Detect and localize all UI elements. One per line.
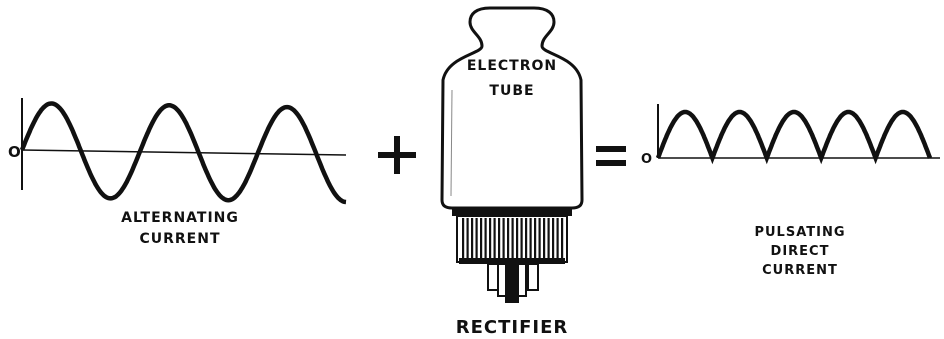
pdc-caption-line2: DIRECT [771,244,830,259]
tube-base-rim [459,258,565,264]
tube-base-rib [484,218,487,258]
tube-base-rib [543,218,546,258]
pdc-caption-line1: PULSATING [754,225,845,240]
tube-base-rib [498,218,501,258]
tube-label-line1: ELECTRON [467,58,557,74]
tube-label-line2: TUBE [489,83,534,99]
ac-caption-line2: CURRENT [139,231,220,247]
tube-base-rib [556,218,559,258]
tube-base-rib [489,218,492,258]
tube-pin [527,263,539,291]
tube-pins [487,263,539,303]
ac-zero-label: O [8,143,22,161]
tube-base-rib [534,218,537,258]
electron-tube: ELECTRON TUBE RECTIFIER [440,6,584,338]
tube-base-rib [511,218,514,258]
tube-base-rib [471,218,474,258]
tube-base-rib [475,218,478,258]
tube-base-rib [547,218,550,258]
tube-base-collar [452,208,572,216]
ac-sine-wave [19,101,347,205]
tube-base-rib [525,218,528,258]
ac-graph: O ALTERNATING CURRENT [8,98,347,247]
equals-sign: = [0,0,626,166]
pdc-rectified-wave [655,109,933,165]
tube-base-rib [466,218,469,258]
rectifier-caption: RECTIFIER [456,317,569,338]
plus-sign: + [378,136,416,174]
equals-text: = [0,0,2,1]
tube-base-rib [507,218,510,258]
tube-base-rib [529,218,532,258]
tube-pin [487,263,499,291]
ac-caption-line1: ALTERNATING [121,210,239,226]
tube-base-ribs [462,218,564,258]
tube-base-rib [516,218,519,258]
glass-highlight [450,89,453,197]
tube-base-rib [552,218,555,258]
equals-bottom-bar [596,160,626,166]
pdc-caption-line3: CURRENT [762,263,838,278]
equals-top-bar [596,146,626,152]
ac-x-axis [21,149,347,156]
pdc-graph: O PULSATING DIRECT CURRENT [641,104,940,278]
tube-base-rib [520,218,523,258]
glass-envelope [440,6,584,210]
plus-vertical-bar [394,136,400,174]
tube-base-rib [538,218,541,258]
pdc-zero-label: O [641,152,653,167]
tube-base-rib [561,218,564,258]
tube-base-rib [502,218,505,258]
tube-key-post [505,263,519,303]
tube-base-rib [462,218,465,258]
tube-base-rib [480,218,483,258]
tube-base-rib [493,218,496,258]
